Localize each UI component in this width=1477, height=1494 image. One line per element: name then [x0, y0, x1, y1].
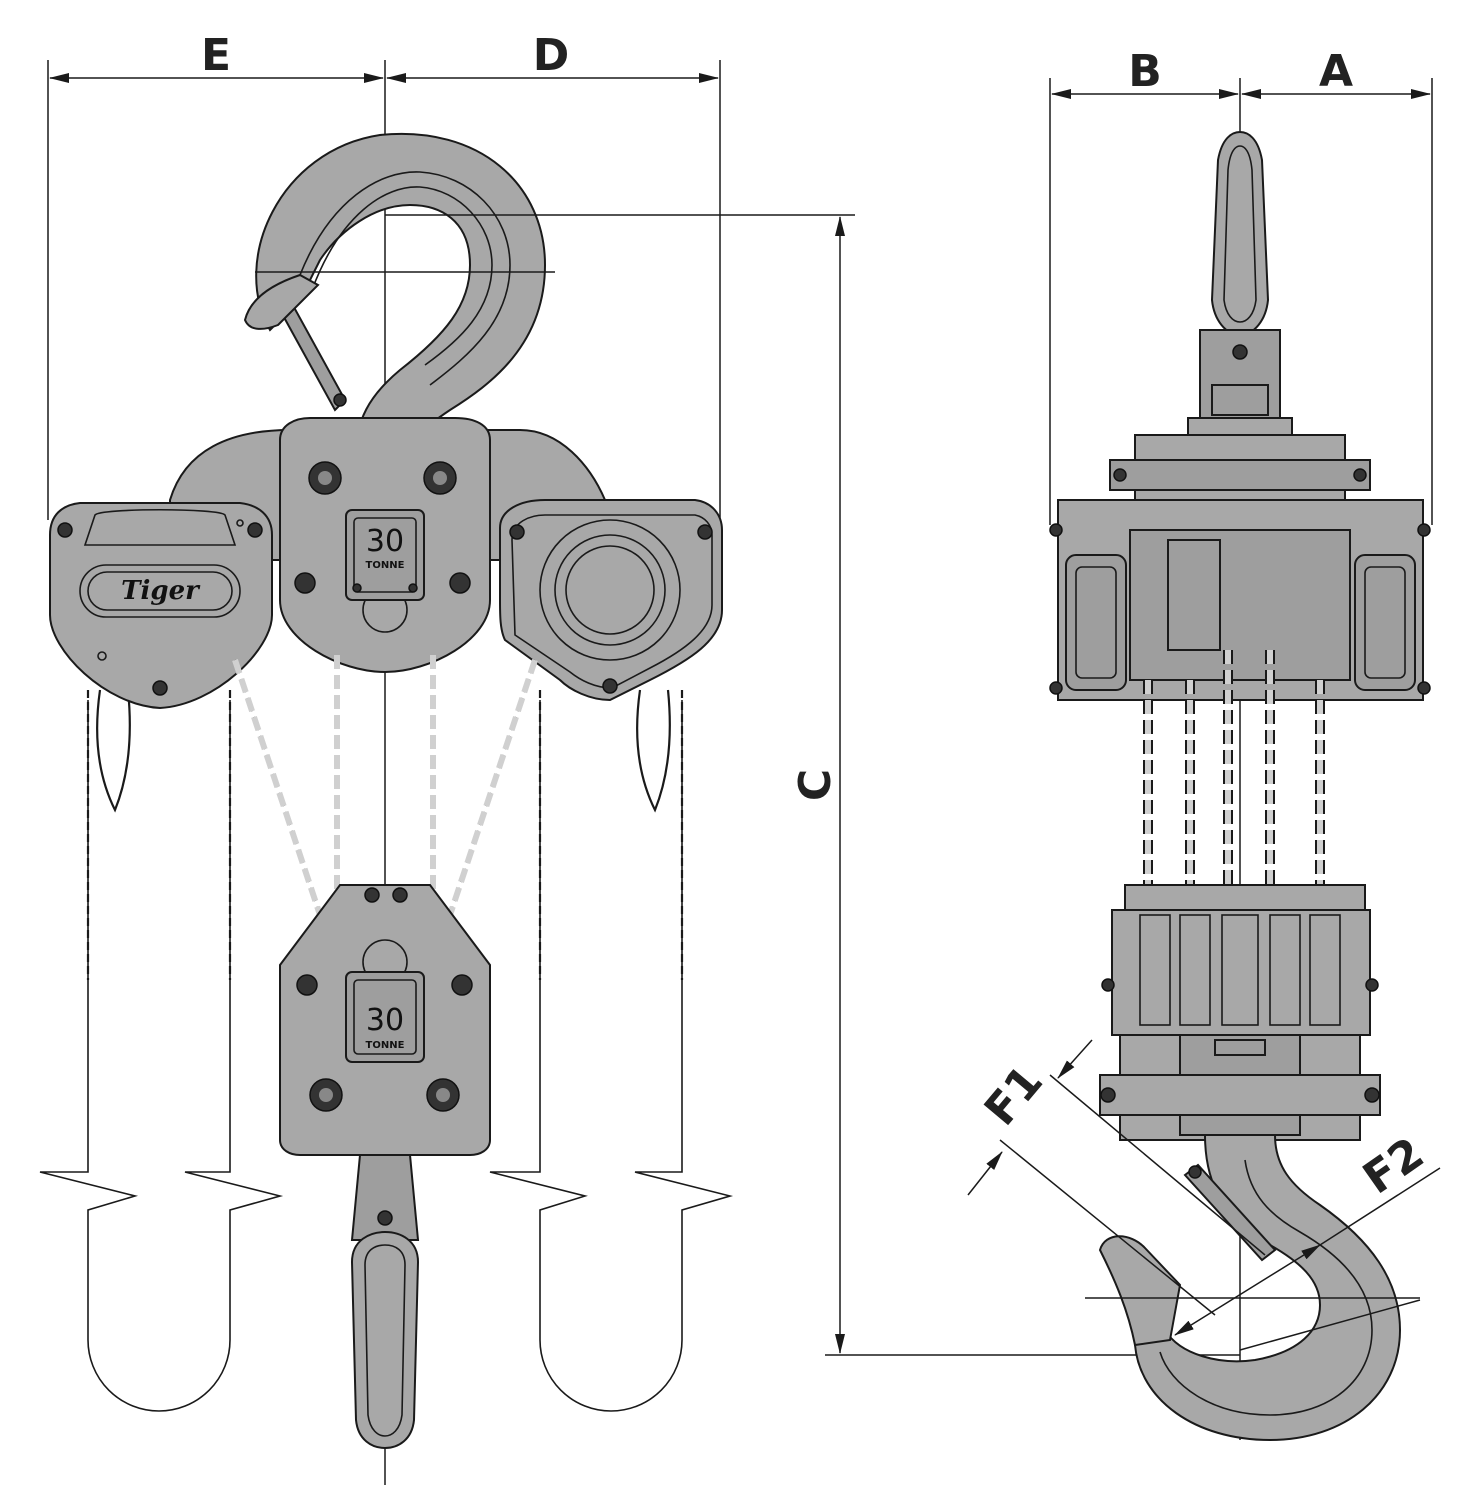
dimension-label-d: D	[533, 30, 570, 81]
body-bolts	[294, 461, 471, 594]
dimension-label-e: E	[201, 30, 231, 81]
bottom-block: 30 TONNE	[279, 884, 491, 1450]
side-load-chains	[1143, 650, 1325, 905]
dimension-label-b: B	[1128, 46, 1162, 97]
dimension-label-a: A	[1319, 46, 1353, 97]
hand-chain-loops	[39, 689, 734, 1412]
right-gear-housing	[499, 499, 723, 702]
brand-logo-text: Tiger	[121, 576, 201, 606]
front-view: E D	[39, 30, 855, 1485]
hoist-body: 30 TONNE	[169, 417, 606, 674]
side-bottom-hook	[1098, 1134, 1402, 1442]
capacity-plate-top-value: 30	[366, 524, 404, 559]
dimension-label-c: C	[790, 769, 841, 801]
capacity-plate-bottom-unit: TONNE	[366, 1040, 405, 1051]
top-hook	[243, 132, 855, 461]
dimension-c: C	[790, 216, 1240, 1356]
left-gear-housing: Tiger	[49, 502, 273, 710]
front-load-chains	[232, 655, 538, 916]
dimension-label-f1: F1	[975, 1056, 1053, 1135]
side-top-hook	[1199, 130, 1281, 419]
side-bottom-block	[1099, 884, 1381, 1141]
dimension-e-d: E D	[47, 30, 721, 1485]
side-view: B A	[967, 46, 1441, 1442]
dimension-label-f2: F2	[1354, 1128, 1433, 1205]
capacity-plate-bottom: 30 TONNE	[345, 971, 425, 1063]
tiger-logo: Tiger	[79, 564, 241, 618]
capacity-plate-top-unit: TONNE	[366, 560, 405, 571]
side-frame	[1049, 417, 1431, 701]
capacity-plate-bottom-value: 30	[366, 1003, 404, 1038]
capacity-plate-top: 30 TONNE	[345, 509, 425, 601]
